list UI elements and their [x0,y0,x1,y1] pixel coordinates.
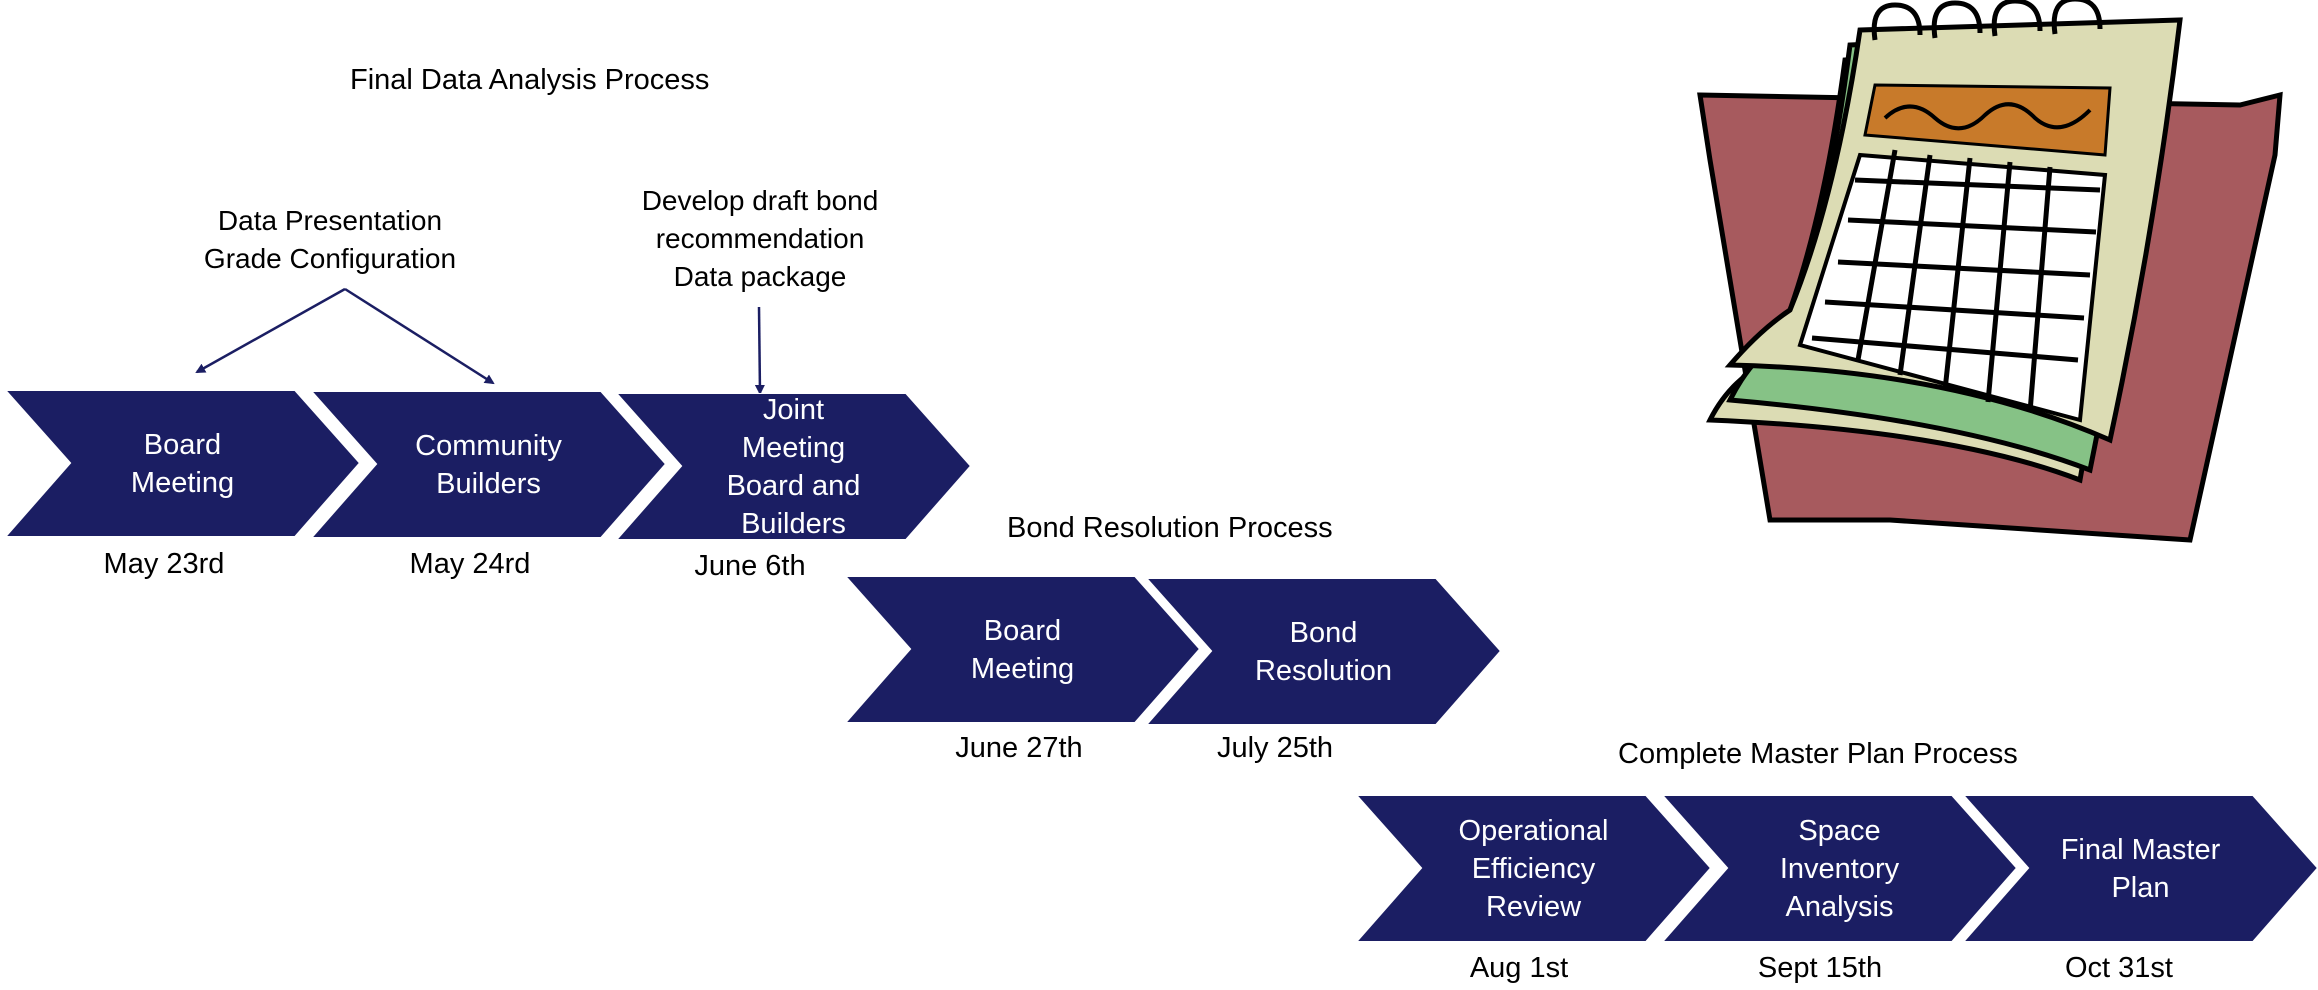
chevron-label: Final Master Plan [2060,833,2221,904]
chevron-label: Bond Resolution [1254,616,1393,687]
chevron-shape [845,576,1200,723]
date-sept-15: Sept 15th [1757,952,1883,984]
chevron-shape [311,391,666,538]
final-data-analysis-title: Final Data Analysis Process [350,64,710,96]
chevron-label: Board Meeting [970,614,1075,685]
chevron-label: Operational Efficiency Review [1458,814,1609,923]
chevron-space-inventory: Space Inventory Analysis [1662,795,2017,942]
date-july-25: July 25th [1216,732,1334,764]
date-june-6: June 6th [694,550,806,582]
chevron-board-meeting-may: Board Meeting [5,390,360,537]
chevron-shape [1963,795,2318,942]
data-presentation-annotation: Data Presentation Grade Configuration [203,205,457,274]
chevron-community-builders: Community Builders [311,391,666,538]
chevron-shape [616,393,971,540]
chevron-shape [1662,795,2017,942]
chevron-shape [1356,795,1711,942]
arrow-to-board-meeting [195,287,346,374]
chevron-label: Space Inventory Analysis [1779,814,1900,923]
date-june-27: June 27th [955,732,1083,764]
calendar-icon [1697,0,2283,543]
date-may-24: May 24rd [409,548,531,580]
chevron-label: Board Meeting [130,428,235,499]
chevron-label: Joint Meeting Board and Builders [726,393,861,540]
chevron-final-master-plan: Final Master Plan [1963,795,2318,942]
chevron-shape [1146,578,1501,725]
draft-bond-annotation: Develop draft bond recommendation Data p… [641,185,879,292]
chevron-label: Community Builders [415,429,562,500]
chevron-operational-efficiency: Operational Efficiency Review [1356,795,1711,942]
date-may-23: May 23rd [103,548,225,580]
date-aug-1: Aug 1st [1469,952,1569,984]
arrow-to-joint-meeting [754,306,765,395]
chevron-shape [5,390,360,537]
chevron-bond-resolution: Bond Resolution [1146,578,1501,725]
chevron-board-meeting-june: Board Meeting [845,576,1200,723]
chevron-joint-meeting: Joint Meeting Board and Builders [616,393,971,540]
arrow-to-community-builders [344,287,495,385]
master-plan-title: Complete Master Plan Process [1618,738,2018,770]
date-oct-31: Oct 31st [2065,952,2173,984]
bond-resolution-title: Bond Resolution Process [1007,512,1333,544]
